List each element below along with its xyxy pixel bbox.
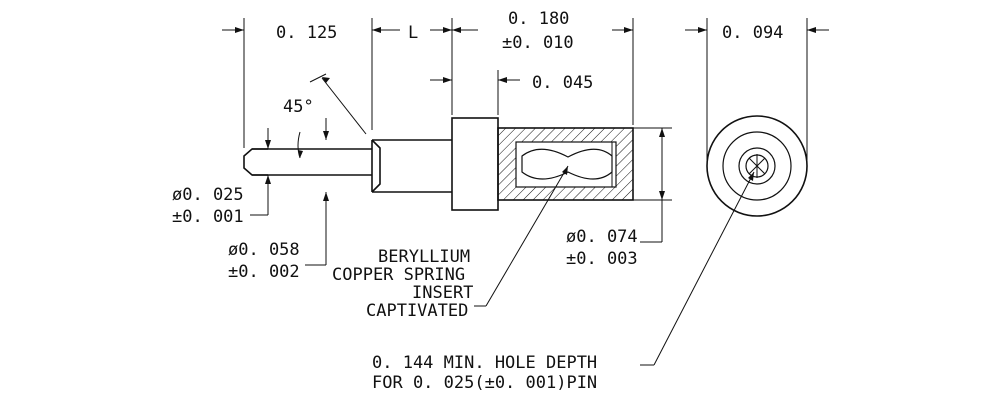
dim-dia-0074-label: ø0. 074 <box>566 227 638 247</box>
dim-dia-0025-tol: ±0. 001 <box>172 207 244 227</box>
dim-0045: 0. 045 <box>430 70 593 115</box>
dim-0094: 0. 094 <box>685 18 829 160</box>
dim-45deg: 45° <box>283 73 367 159</box>
dim-0180-tol: ±0. 010 <box>502 33 574 53</box>
dim-dia-0025: ø0. 025 ±0. 001 <box>172 128 271 227</box>
insert-note-line1: BERYLLIUM <box>378 247 470 267</box>
dim-L: L <box>408 18 478 115</box>
hole-depth-note: 0. 144 MIN. HOLE DEPTH FOR 0. 025(±0. 00… <box>372 171 755 393</box>
dim-L-label: L <box>408 23 418 43</box>
dim-0125-label: 0. 125 <box>276 23 337 43</box>
insert-note-line2: COPPER SPRING <box>332 265 465 285</box>
dim-dia-0058-tol: ±0. 002 <box>228 262 300 282</box>
dim-0125: 0. 125 <box>222 18 400 148</box>
dim-dia-0058: ø0. 058 ±0. 002 <box>228 118 329 282</box>
dim-dia-0074: ø0. 074 ±0. 003 <box>566 127 672 269</box>
end-view <box>706 115 808 217</box>
pin-body <box>243 117 634 211</box>
insert-note-line3: INSERT <box>412 283 473 303</box>
hole-depth-note-line2: FOR 0. 025(±0. 001)PIN <box>372 373 597 393</box>
dim-dia-0058-label: ø0. 058 <box>228 240 300 260</box>
insert-note: BERYLLIUM COPPER SPRING INSERT CAPTIVATE… <box>332 165 569 321</box>
dim-45deg-label: 45° <box>283 97 314 117</box>
dim-0180-label: 0. 180 <box>508 9 569 29</box>
dim-0094-label: 0. 094 <box>722 23 783 43</box>
dim-0180: 0. 180 ±0. 010 <box>502 9 634 125</box>
dim-0045-label: 0. 045 <box>532 73 593 93</box>
hole-depth-note-line1: 0. 144 MIN. HOLE DEPTH <box>372 353 597 373</box>
insert-note-line4: CAPTIVATED <box>366 301 468 321</box>
dim-dia-0025-label: ø0. 025 <box>172 185 244 205</box>
dim-dia-0074-tol: ±0. 003 <box>566 249 638 269</box>
